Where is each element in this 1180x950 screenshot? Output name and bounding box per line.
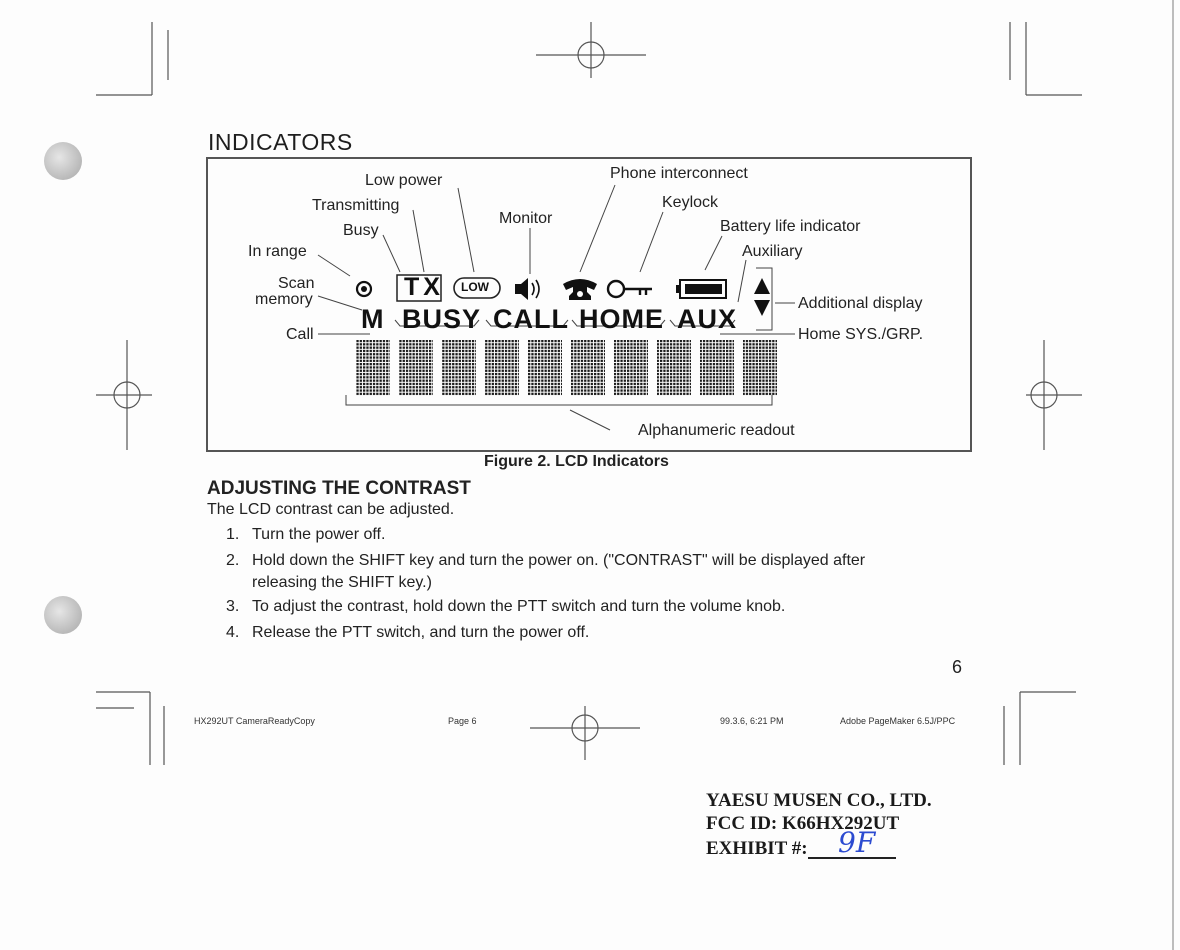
label-transmitting: Transmitting: [312, 197, 400, 214]
contrast-intro: The LCD contrast can be adjusted.: [207, 501, 455, 518]
stamp-exhibit-label: EXHIBIT #:: [706, 838, 808, 859]
label-monitor: Monitor: [499, 210, 553, 227]
alphanumeric-cells: [356, 340, 777, 396]
label-scan: Scan: [278, 275, 315, 292]
page-edge-line: [1172, 0, 1174, 950]
figure-caption: Figure 2. LCD Indicators: [484, 453, 669, 470]
step-3-text: To adjust the contrast, hold down the PT…: [252, 598, 786, 615]
contrast-heading: ADJUSTING THE CONTRAST: [207, 478, 471, 499]
label-auxiliary: Auxiliary: [742, 243, 803, 260]
step-4-number: 4.: [226, 624, 240, 641]
label-alphanumeric: Alphanumeric readout: [638, 422, 795, 439]
binder-hole-top: [44, 142, 82, 180]
lcd-aux: AUX: [677, 304, 738, 334]
footer-app: Adobe PageMaker 6.5J/PPC: [840, 716, 956, 726]
footer-file: HX292UT CameraReadyCopy: [194, 716, 315, 726]
label-additional-display: Additional display: [798, 295, 923, 312]
label-in-range: In range: [248, 243, 307, 260]
label-memory: memory: [255, 291, 313, 308]
page-number: 6: [952, 657, 963, 677]
label-battery: Battery life indicator: [720, 218, 861, 235]
step-2-text-cont: releasing the SHIFT key.): [252, 574, 432, 591]
lcd-busy: BUSY: [402, 304, 482, 334]
label-phone-interconnect: Phone interconnect: [610, 165, 748, 182]
lcd-m: M: [361, 304, 385, 334]
stamp-fcc: FCC ID: K66HX292UT: [706, 813, 900, 834]
label-busy: Busy: [343, 222, 379, 239]
label-call: Call: [286, 326, 314, 343]
step-2-text: Hold down the SHIFT key and turn the pow…: [252, 552, 866, 569]
step-2-number: 2.: [226, 552, 240, 569]
section-heading: INDICATORS: [208, 129, 353, 155]
step-3-number: 3.: [226, 598, 240, 615]
lcd-call: CALL: [493, 304, 569, 334]
step-4-text: Release the PTT switch, and turn the pow…: [252, 624, 590, 641]
label-home-sys: Home SYS./GRP.: [798, 326, 924, 343]
exhibit-underline: [808, 857, 896, 859]
lcd-low: LOW: [461, 280, 489, 294]
footer-page: Page 6: [448, 716, 477, 726]
footer-date: 99.3.6, 6:21 PM: [720, 716, 784, 726]
step-1-number: 1.: [226, 526, 240, 543]
stamp-company: YAESU MUSEN CO., LTD.: [706, 790, 932, 811]
step-1-text: Turn the power off.: [252, 526, 386, 543]
binder-hole-bottom: [44, 596, 82, 634]
lcd-tx: TX: [404, 273, 444, 301]
lcd-figure-box: [206, 157, 972, 452]
lcd-home: HOME: [579, 304, 664, 334]
label-low-power: Low power: [365, 172, 443, 189]
exhibit-handwritten-value: 9F: [838, 826, 876, 859]
label-keylock: Keylock: [662, 194, 719, 211]
